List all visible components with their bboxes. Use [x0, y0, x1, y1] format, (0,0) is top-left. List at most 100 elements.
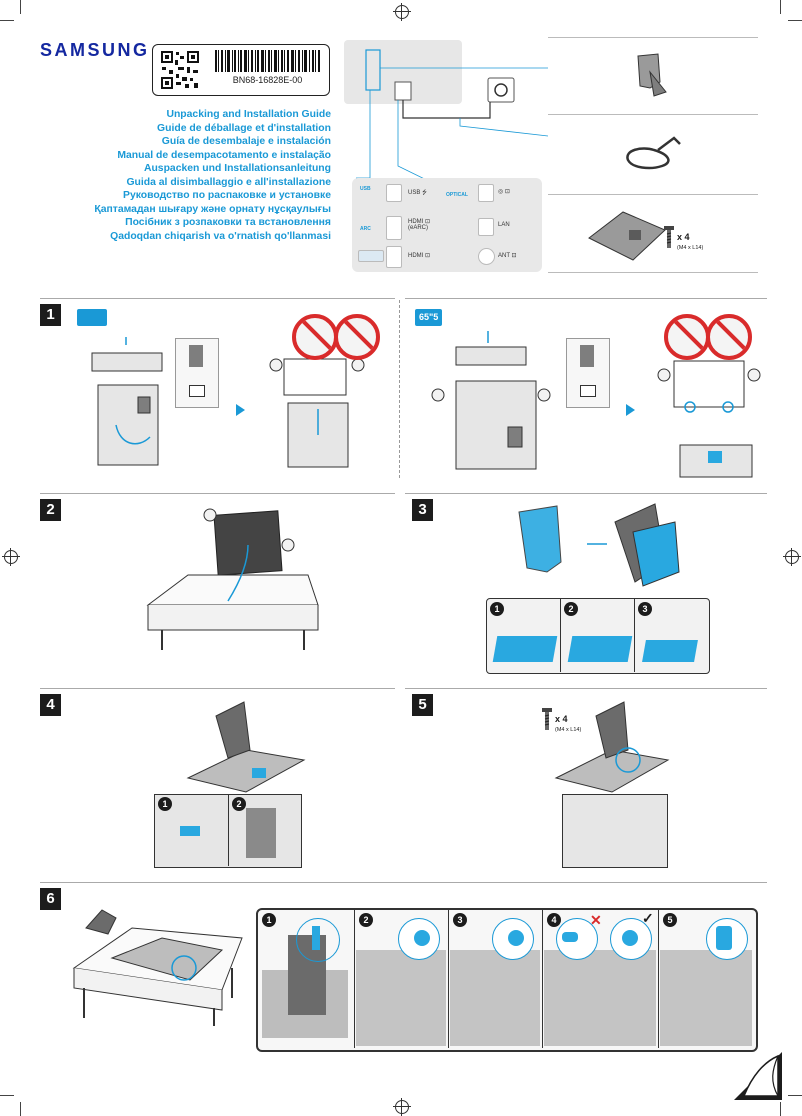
title-it: Guida al disimballaggio e all'installazi…	[126, 176, 331, 188]
stand-part	[492, 636, 558, 662]
lan-port-icon	[478, 218, 494, 236]
tv-back-illustration	[450, 950, 540, 1046]
stand-part	[246, 808, 276, 858]
guide-pin	[622, 930, 638, 946]
part-icon	[580, 345, 594, 367]
latch-part	[312, 926, 320, 950]
size-badge	[77, 309, 107, 326]
title-fr: Guide de déballage et d'installation	[157, 122, 331, 134]
section-divider	[40, 493, 395, 494]
step-number: 3	[412, 499, 433, 521]
divider	[548, 37, 758, 38]
hdmi-earc-port-icon	[386, 216, 402, 240]
panel-divider	[228, 794, 229, 866]
barcode-icon	[215, 50, 320, 72]
crop-mark	[788, 20, 802, 21]
guide-pin	[508, 930, 524, 946]
brand-logo: SAMSUNG	[40, 40, 150, 60]
tv-back-illustration	[356, 950, 446, 1046]
screw-icon	[542, 708, 552, 730]
tv-back-illustration	[544, 950, 656, 1046]
substep-number: 5	[663, 913, 677, 927]
step-number: 5	[412, 694, 433, 716]
stand-part	[180, 826, 200, 836]
tv-back-illustration	[660, 950, 752, 1046]
section-divider	[405, 298, 767, 299]
panel-divider	[354, 908, 355, 1048]
page-curl-icon	[734, 1052, 782, 1100]
title-ru: Руководство по распаковке и установке	[123, 190, 331, 201]
step5-screw-illustration	[554, 701, 670, 793]
stand-base-part-icon	[588, 211, 666, 261]
step4-base-attach-illustration	[186, 701, 306, 793]
step1-box-illustration-left	[91, 337, 163, 466]
screws-spec: (M4 x L14)	[677, 245, 704, 251]
step-number: 2	[40, 499, 61, 521]
screws-spec: (M4 x L14)	[555, 727, 582, 733]
part-icon	[189, 385, 205, 397]
arc-icon: ARC	[360, 226, 371, 232]
lan-port-label: LAN	[498, 222, 510, 228]
ant-port-label: ANT ⊡	[498, 253, 517, 259]
prohibited-icon	[706, 314, 752, 360]
step3-neck-illustration	[518, 503, 680, 587]
substep-number: 1	[490, 602, 504, 616]
registration-mark-icon	[783, 548, 801, 566]
crop-mark	[780, 0, 781, 14]
panel-divider	[634, 598, 635, 672]
substep-number: 1	[262, 913, 276, 927]
crop-mark	[20, 0, 21, 14]
divider	[548, 114, 758, 115]
title-kk: Қаптамадан шығару және орнату нұсқаулығы	[94, 203, 331, 215]
step1-people-lift-left	[269, 358, 365, 468]
substep-number: 4	[547, 913, 561, 927]
section-divider	[40, 688, 395, 689]
part-icon	[189, 345, 203, 367]
substep-number: 2	[359, 913, 373, 927]
hdmi-port-label: HDMI ⊡	[408, 253, 431, 259]
crop-mark	[788, 1095, 802, 1096]
usb-port-label: USB ⭍	[408, 190, 428, 196]
power-cable-icon	[626, 136, 681, 170]
latch-part	[716, 926, 732, 950]
screws-quantity: x 4	[555, 714, 568, 724]
crop-mark	[780, 1102, 781, 1116]
arrow-right-icon	[626, 404, 635, 416]
cross-icon: ✕	[590, 912, 602, 928]
panel-divider	[658, 908, 659, 1048]
prohibited-icon	[292, 314, 338, 360]
zoom-panel	[562, 794, 668, 868]
step-number: 6	[40, 888, 61, 910]
title-uk: Посібник з розпаковки та встановлення	[125, 217, 331, 228]
qr-code-icon	[160, 50, 200, 90]
step1-box-illustration-right	[431, 331, 551, 470]
title-es: Guía de desembalaje e instalación	[161, 136, 331, 147]
zoom-circle	[296, 918, 340, 962]
substep-number: 2	[564, 602, 578, 616]
crop-mark	[20, 1102, 21, 1116]
step1-people-lift-right	[657, 360, 761, 478]
panel-divider	[542, 908, 543, 1048]
step-number: 1	[40, 304, 61, 326]
label-box	[152, 44, 330, 96]
port-panel: USB USB ⭍ OPTICAL ◎ ⊡ ARC HDMI ⊡ (eARC) …	[352, 178, 542, 272]
step-number: 4	[40, 694, 61, 716]
registration-mark-icon	[393, 3, 411, 21]
part-number: BN68-16828E-00	[232, 75, 303, 85]
substep-number: 1	[158, 797, 172, 811]
usb-port-icon	[386, 184, 402, 202]
prohibited-icon	[334, 314, 380, 360]
registration-mark-icon	[393, 1098, 411, 1116]
stand-part	[642, 640, 698, 662]
registration-mark-icon	[2, 548, 20, 566]
divider	[548, 272, 758, 273]
title-de: Auspacken und Installationsanleitung	[143, 163, 331, 174]
guide-pin	[414, 930, 430, 946]
arrow-right-icon	[236, 404, 245, 416]
hdmi-earc-label: HDMI ⊡ (eARC)	[408, 219, 431, 231]
hdmi-icon	[358, 250, 384, 262]
title-pt: Manual de desempacotamento e instalação	[117, 149, 331, 161]
substep-number: 3	[453, 913, 467, 927]
tv-rear-lines	[356, 49, 549, 234]
crop-mark	[0, 1095, 14, 1096]
